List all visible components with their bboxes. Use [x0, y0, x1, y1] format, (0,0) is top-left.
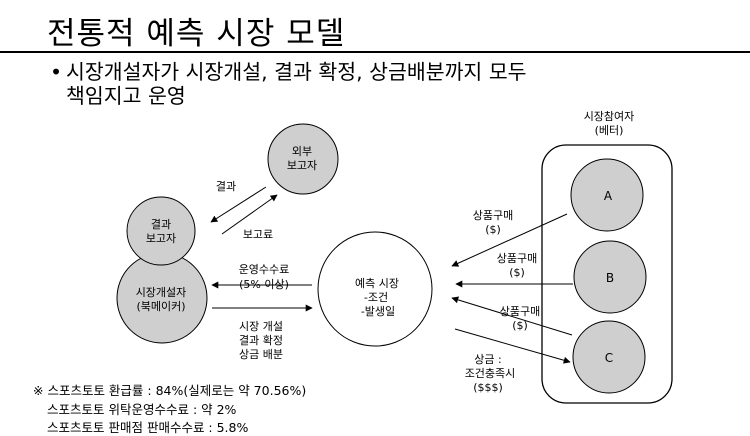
label-purchase-b-1: 상품구매	[497, 252, 537, 265]
bullet-line-1: 시장개설자가 시장개설, 결과 확정, 상금배분까지 모두	[66, 60, 527, 84]
participants-title-2: (베터)	[595, 124, 624, 137]
arrow-prize	[454, 328, 571, 364]
label-operation-fee-2: (5% 이상)	[239, 278, 289, 291]
market-opener-label-2: (북메이커)	[136, 300, 185, 313]
participant-a-label: A	[604, 189, 613, 203]
arrow-purchase-a	[451, 213, 568, 267]
label-prize-2: 조건충족시	[465, 367, 516, 380]
external-reporter-label-1: 외부	[292, 145, 312, 158]
page-title: 전통적 예측 시장 모델	[47, 16, 346, 52]
title-divider	[0, 51, 750, 53]
external-reporter-label-2: 보고자	[287, 159, 317, 172]
result-reporter-node	[126, 196, 196, 266]
external-reporter-node	[267, 123, 339, 195]
result-reporter-label-2: 보고자	[146, 232, 176, 245]
label-purchase-a-1: 상품구매	[473, 209, 513, 222]
label-purchase-b-2: ($)	[509, 266, 525, 279]
prediction-market-label-1: 예측 시장	[355, 277, 399, 290]
bullet-icon: •	[50, 60, 63, 84]
note-refund-rate: ※ 스포츠토토 환급률 : 84%(실제로는 약 70.56%)	[33, 383, 307, 398]
bullet-line-2: 책임지고 운영	[66, 84, 186, 108]
prediction-market-label-2: -조건	[364, 291, 388, 304]
label-report-fee: 보고료	[243, 228, 273, 241]
note-sales-fee: 스포츠토토 판매점 판매수수료 : 5.8%	[47, 420, 249, 435]
participant-c-node	[572, 320, 646, 394]
participant-b-label: B	[606, 271, 614, 285]
label-market-tasks-3: 상금 배분	[239, 348, 283, 361]
label-purchase-c-2: ($)	[512, 319, 528, 332]
participant-c-label: C	[605, 351, 613, 365]
label-result: 결과	[216, 180, 236, 193]
arrow-result	[210, 186, 267, 223]
label-purchase-c-1: 상품구매	[500, 305, 540, 318]
prediction-market-label-3: -발생일	[361, 304, 395, 318]
label-operation-fee-1: 운영수수료	[239, 263, 290, 276]
prediction-market-node	[317, 231, 433, 347]
label-prize-3: ($$$)	[473, 381, 503, 394]
label-purchase-a-2: ($)	[485, 223, 501, 236]
label-market-tasks-2: 결과 확정	[239, 334, 283, 347]
note-operation-fee: 스포츠토토 위탁운영수수료 : 약 2%	[47, 402, 237, 417]
label-prize-1: 상금 :	[474, 353, 501, 366]
participants-title-1: 시장참여자	[584, 110, 635, 123]
arrow-report-fee	[221, 194, 278, 235]
label-market-tasks-1: 시장 개설	[239, 320, 283, 333]
participant-a-node	[570, 158, 644, 232]
arrow-purchase-c	[451, 296, 573, 336]
market-opener-label-1: 시장개설자	[136, 286, 187, 299]
participant-b-node	[573, 240, 647, 314]
result-reporter-label-1: 결과	[151, 218, 171, 231]
